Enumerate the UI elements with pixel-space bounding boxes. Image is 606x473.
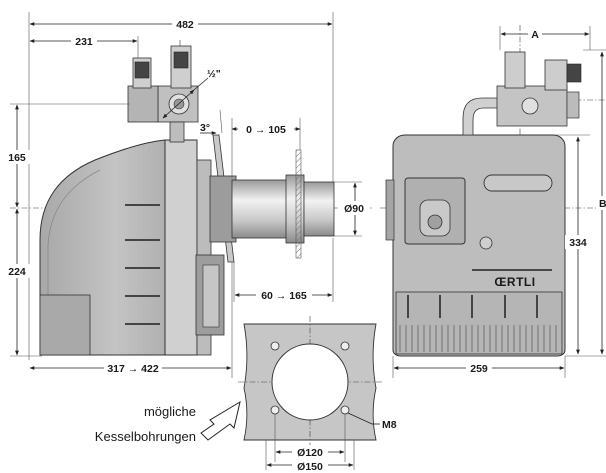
boiler-wall (295, 149, 302, 259)
annotation: mögliche Kesselbohrungen (95, 400, 241, 444)
annotation-line-2: Kesselbohrungen (95, 429, 196, 444)
mounting-frame (164, 139, 198, 356)
boiler-flange-plate: M8 Ø120 Ø150 (238, 316, 397, 473)
dim-depth: 317 → 422 (107, 363, 159, 375)
brand-logo: ŒRTLI (494, 275, 535, 289)
burner-head (303, 181, 335, 237)
side-view: 482 231 ½" 3° 0 → 105 165 224 Ø90 (6, 12, 372, 378)
dim-upper-height: 165 (8, 152, 26, 164)
dim-height: 334 (569, 237, 587, 249)
dim-angle: 3° (200, 122, 210, 134)
dim-thread: ½" (207, 68, 221, 80)
dim-inner-diameter: Ø120 (297, 447, 323, 459)
blast-tube (231, 179, 297, 239)
dim-outer-diameter: Ø150 (297, 461, 323, 473)
burner-opening (271, 343, 349, 421)
bolt-label: M8 (382, 419, 397, 431)
dim-head-travel: 0 → 105 (246, 124, 286, 136)
front-view: ŒRTLI (380, 25, 606, 378)
hood-base (39, 294, 91, 356)
dim-insertion: 60 → 165 (261, 290, 307, 302)
ventilation-slots (125, 204, 160, 325)
handle-slot (483, 174, 553, 192)
dim-lower-height: 224 (8, 266, 26, 278)
dim-tube-diameter: Ø90 (344, 203, 364, 215)
pointer-arrow-icon (200, 400, 241, 441)
front-gas-valve (462, 51, 582, 136)
dim-overall-width: 482 (176, 19, 194, 31)
control-knob (479, 236, 493, 250)
dim-to-valve: 231 (75, 36, 93, 48)
dim-b: B (599, 198, 606, 210)
annotation-line-1: mögliche (144, 404, 196, 419)
dim-width: 259 (470, 363, 488, 375)
dim-a: A (531, 29, 539, 41)
gas-valve (127, 45, 209, 143)
